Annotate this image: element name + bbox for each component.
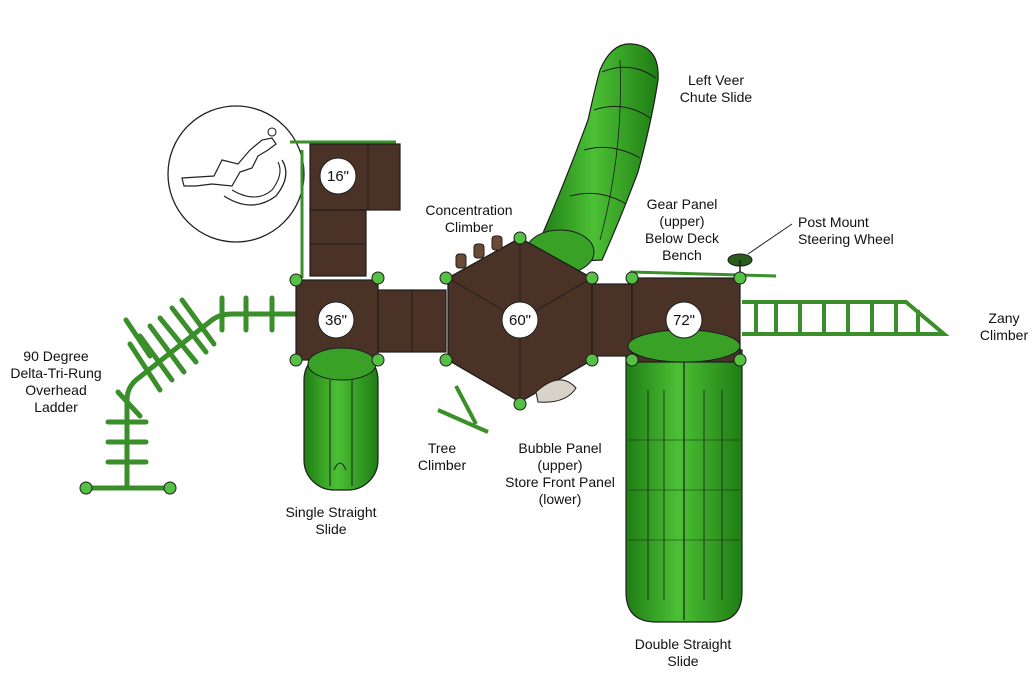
deck-badge-36: 36"	[317, 301, 355, 339]
label-overhead-ladder: 90 Degree Delta-Tri-Rung Overhead Ladder	[10, 348, 102, 415]
bubble-panel	[535, 379, 577, 403]
deck-badge-72: 72"	[665, 301, 703, 339]
bench-rail	[629, 270, 777, 278]
single-straight-slide	[303, 349, 379, 491]
double-straight-slide	[625, 349, 743, 623]
left-veer-chute-slide	[525, 43, 659, 275]
deck-badge-16: 16"	[319, 157, 357, 195]
deck-badge-60: 60"	[501, 301, 539, 339]
label-left-veer-chute-slide: Left Veer Chute Slide	[679, 72, 753, 105]
ladder-posts	[79, 481, 177, 495]
label-bubble-panel: Bubble Panel (upper) Store Front Panel (…	[505, 440, 615, 507]
bridge	[377, 289, 447, 353]
posts	[289, 231, 747, 411]
single-slide-hood	[307, 347, 377, 381]
deck-36-label: 36"	[325, 312, 347, 329]
label-gear-panel: Gear Panel (upper) Below Deck Bench	[645, 196, 719, 263]
deck-connector	[591, 283, 633, 357]
label-zany-climber: Zany Climber	[979, 310, 1029, 343]
overhead-ladder	[85, 295, 299, 491]
zany-climber	[742, 300, 950, 336]
concentration-climber	[455, 235, 503, 269]
label-double-straight-slide: Double Straight Slide	[634, 636, 732, 669]
deck-72-label: 72"	[673, 312, 695, 329]
wheelchair-accessible-icon	[167, 105, 305, 243]
deck-16-label: 16"	[327, 168, 349, 185]
label-tree-climber: Tree Climber	[417, 440, 467, 473]
label-post-mount-steering-wheel: Post Mount Steering Wheel	[798, 214, 894, 247]
tree-climber	[437, 385, 489, 434]
label-single-straight-slide: Single Straight Slide	[285, 504, 377, 537]
deck-60-label: 60"	[509, 312, 531, 329]
leader-line	[747, 223, 793, 255]
label-concentration-climber: Concentration Climber	[425, 202, 513, 235]
